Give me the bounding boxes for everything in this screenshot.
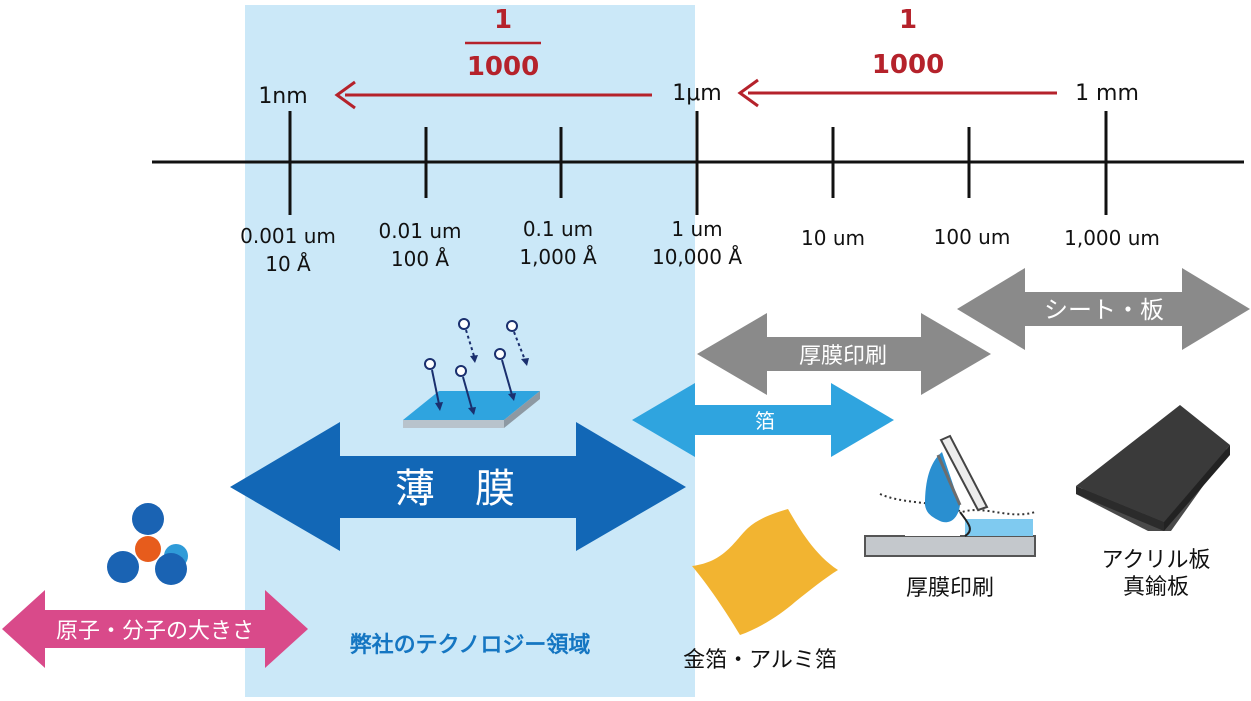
unit-label-mm: 1 mm <box>1075 81 1139 106</box>
tick-label-2-line1: 0.1 um <box>523 217 593 241</box>
range-label-thick-print: 厚膜印刷 <box>799 344 887 369</box>
plate-icon <box>1076 405 1230 531</box>
range-arrow-foil: 箔 <box>632 383 894 457</box>
gold-foil-icon <box>692 509 838 635</box>
tick-label-4-line1: 10 um <box>801 226 865 250</box>
range-arrow-thick-print: 厚膜印刷 <box>697 313 991 395</box>
ratio-denominator-2: 1000 <box>872 50 944 80</box>
range-label-atom-molecule: 原子・分子の大きさ <box>56 619 254 644</box>
range-label-foil: 箔 <box>755 409 775 433</box>
tick-label-2-line2: 1,000 Å <box>519 245 597 269</box>
tick-label-5-line1: 100 um <box>934 225 1011 249</box>
ratio-arrow-nm-um <box>334 80 652 110</box>
plate-label-line1: アクリル板 <box>1102 548 1211 573</box>
range-label-sheet-plate: シート・板 <box>1044 296 1164 324</box>
ratio-numerator-2: 1 <box>899 5 917 35</box>
axis-ticks <box>288 111 1108 215</box>
tick-label-3-line1: 1 um <box>671 217 722 241</box>
gold-foil-label: 金箔・アルミ箔 <box>683 648 837 673</box>
tick-label-1-line2: 100 Å <box>391 247 450 271</box>
ratio-numerator-1: 1 <box>494 5 512 35</box>
technology-region-label: 弊社のテクノロジー領域 <box>350 632 591 658</box>
tick-label-3-line2: 10,000 Å <box>652 245 742 269</box>
plate-label-line2: 真鍮板 <box>1123 575 1189 600</box>
tick-label-1-line1: 0.01 um <box>378 219 461 243</box>
range-arrow-atom-molecule: 原子・分子の大きさ <box>2 590 308 668</box>
screen-printing-icon <box>864 434 1036 557</box>
ratio-denominator-1: 1000 <box>467 52 539 82</box>
ratio-arrow-um-mm <box>737 78 1057 108</box>
range-arrow-sheet-plate: シート・板 <box>957 268 1250 350</box>
tick-label-0-line1: 0.001 um <box>240 224 336 248</box>
tick-label-6-line1: 1,000 um <box>1064 226 1160 250</box>
range-arrow-thin-film: 薄 膜 <box>230 422 686 551</box>
thin-film-deposition-icon <box>403 318 540 428</box>
tick-label-0-line2: 10 Å <box>265 252 311 276</box>
tick-labels: 0.001 um 10 Å 0.01 um 100 Å 0.1 um 1,000… <box>240 217 1160 276</box>
range-label-thin-film: 薄 膜 <box>395 466 515 512</box>
technology-region-highlight <box>245 5 695 697</box>
unit-label-nm: 1nm <box>258 84 307 109</box>
unit-label-um: 1μm <box>672 81 721 106</box>
thick-print-item-label: 厚膜印刷 <box>906 576 994 601</box>
molecule-icon <box>107 503 188 585</box>
